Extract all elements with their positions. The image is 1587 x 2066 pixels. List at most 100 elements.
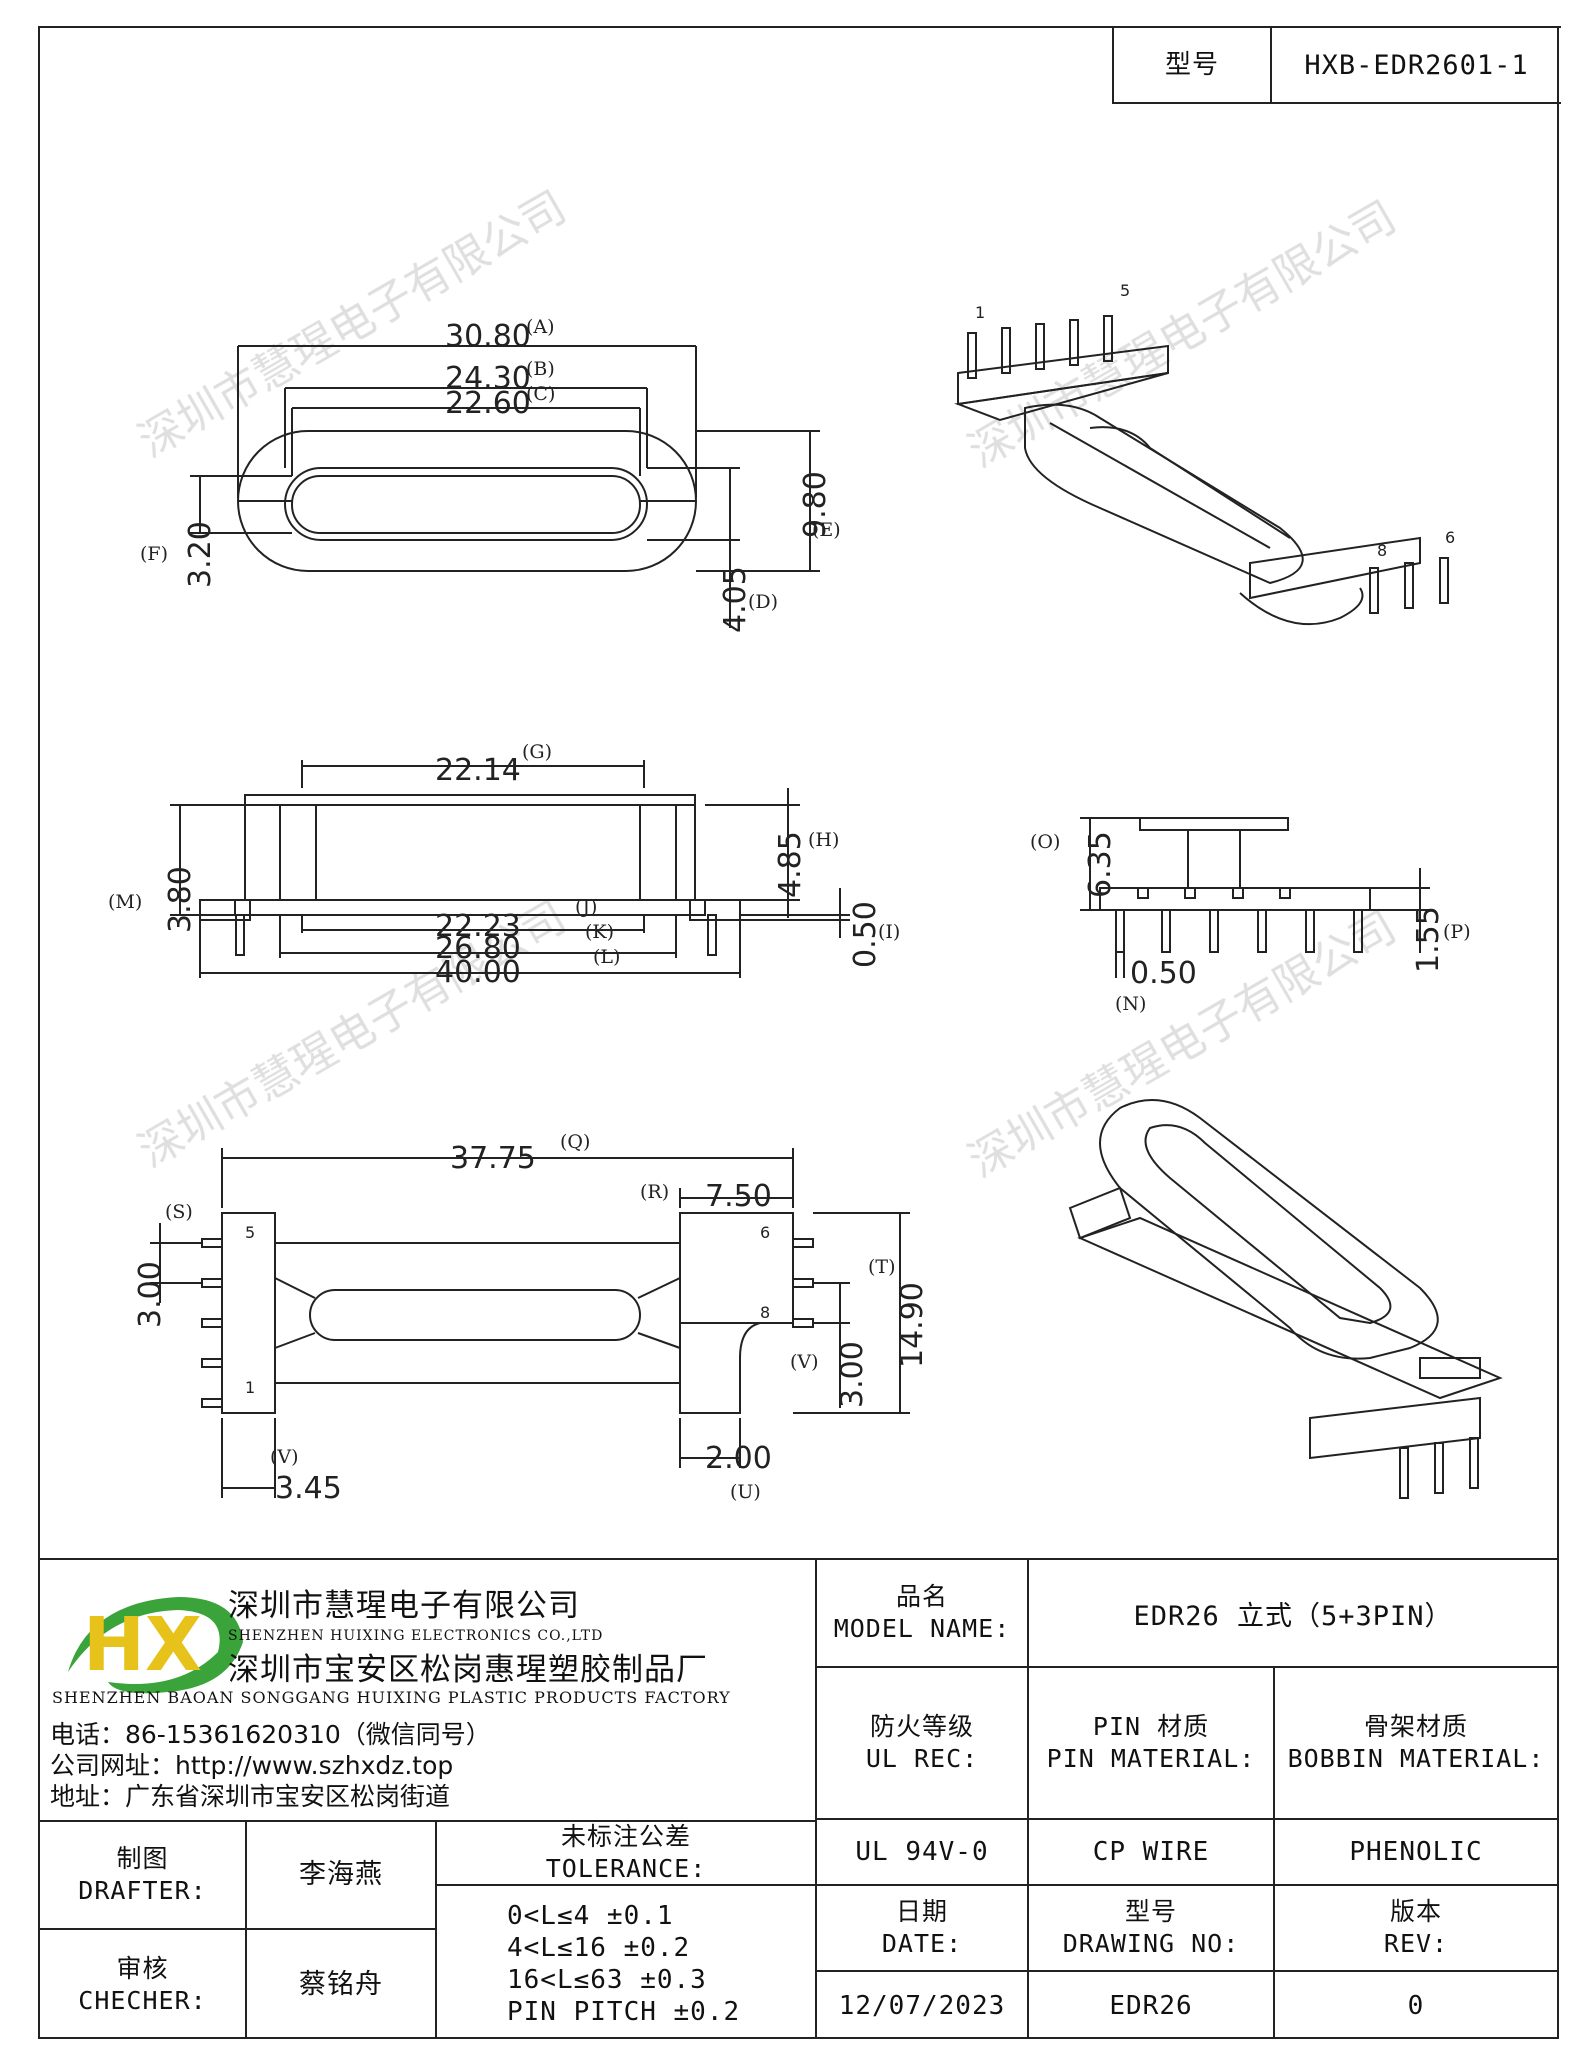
bobbin-material-value-cell: PHENOLIC [1273, 1820, 1557, 1886]
svg-text:(N): (N) [1115, 993, 1146, 1015]
svg-text:(U): (U) [730, 1481, 761, 1503]
svg-text:6.35: 6.35 [1083, 831, 1118, 898]
iso-bottom-pins [1399, 1437, 1479, 1499]
drawing-no-value-cell: EDR26 [1027, 1972, 1273, 2039]
svg-text:(K): (K) [585, 921, 614, 943]
svg-text:4.85: 4.85 [773, 831, 808, 898]
svg-text:30.80: 30.80 [445, 319, 531, 354]
model-value-cell: HXB-EDR2601-1 [1270, 26, 1561, 104]
svg-text:(D): (D) [748, 591, 778, 613]
drafter-name-cell: 李海燕 [245, 1820, 435, 1930]
svg-text:3.00: 3.00 [835, 1341, 870, 1408]
bottom-view: 5 1 6 8 37.75 (Q) 7.50 (R) 3.00 (S) 14.9… [133, 1131, 930, 1506]
svg-text:3.00: 3.00 [133, 1261, 168, 1328]
bobbin-material-label-cell: 骨架材质 BOBBIN MATERIAL: [1273, 1668, 1557, 1820]
svg-text:26.80: 26.80 [435, 931, 521, 966]
top-view: 30.80 (A) 24.30 (B) 22.60 (C) 4.05 (D) 9… [140, 316, 841, 633]
svg-text:2.00: 2.00 [705, 1441, 772, 1476]
end-view-pins [1115, 909, 1363, 953]
isometric-view-top: 1 5 8 6 [954, 281, 1455, 626]
tolerance-list: 0<L≤4 ±0.1 4<L≤16 ±0.2 16<L≤63 ±0.3 PIN … [435, 1886, 815, 2039]
svg-text:0.50: 0.50 [848, 901, 883, 968]
iso-pins-right [1369, 557, 1449, 614]
svg-text:(C): (C) [526, 383, 555, 405]
rev-value-cell: 0 [1273, 1972, 1557, 2039]
logo-letters: HX [83, 1602, 202, 1688]
svg-text:(S): (S) [165, 1201, 193, 1223]
factory-name-cn: 深圳市宝安区松岗惠瑆塑胶制品厂 [228, 1652, 708, 1688]
date-label-cell: 日期 DATE: [815, 1886, 1027, 1972]
drafter-label-cell: 制图 DRAFTER: [40, 1820, 245, 1930]
svg-text:7.50: 7.50 [705, 1179, 772, 1214]
svg-text:24.30: 24.30 [445, 361, 531, 396]
svg-text:(Q): (Q) [560, 1131, 590, 1153]
bottom-pins-right [792, 1238, 814, 1328]
svg-text:(B): (B) [526, 358, 555, 380]
watermark-text: 深圳市慧瑆电子有限公司 [960, 191, 1405, 477]
end-view: 6.35 (O) 0.50 (N) 1.55 (P) [1030, 817, 1471, 1015]
company-name-cn: 深圳市慧瑆电子有限公司 [228, 1588, 580, 1624]
bobbin-window [291, 475, 641, 534]
svg-text:40.00: 40.00 [435, 955, 521, 990]
model-label-cell: 型号 [1112, 26, 1272, 104]
watermarks: 深圳市慧瑆电子有限公司 深圳市慧瑆电子有限公司 深圳市慧瑆电子有限公司 深圳市慧… [130, 181, 1405, 1187]
company-name-en: SHENZHEN HUIXING ELECTRONICS CO.,LTD [228, 1628, 604, 1644]
svg-text:5: 5 [245, 1223, 255, 1242]
date-value-cell: 12/07/2023 [815, 1972, 1027, 2039]
svg-text:9.80: 9.80 [798, 471, 833, 538]
svg-text:(V): (V) [270, 1446, 299, 1468]
svg-text:(R): (R) [640, 1181, 669, 1203]
checker-label-cell: 审核 CHECHER: [78, 1953, 207, 2015]
model-name-value-cell: EDR26 立式（5+3PIN） [1027, 1560, 1557, 1668]
svg-text:22.14: 22.14 [435, 753, 521, 788]
svg-text:(T): (T) [868, 1256, 896, 1278]
svg-text:1: 1 [245, 1378, 255, 1397]
drawing-no-label-cell: 型号 DRAWING NO: [1027, 1886, 1273, 1972]
tolerance-label-cell: 未标注公差 TOLERANCE: [435, 1820, 815, 1886]
svg-text:3.80: 3.80 [163, 866, 198, 933]
svg-text:(I): (I) [878, 921, 900, 943]
company-website: 公司网址：http://www.szhxdz.top [50, 1751, 454, 1780]
rev-label-cell: 版本 REV: [1273, 1886, 1557, 1972]
svg-text:(L): (L) [593, 946, 620, 968]
svg-text:(P): (P) [1443, 921, 1471, 943]
svg-text:(F): (F) [140, 543, 168, 565]
drawing-sheet: 型号 HXB-EDR2601-1 深圳市慧瑆电子有限公司 深圳市慧瑆电子有限公司… [38, 26, 1561, 2039]
bobbin-inner-wall [284, 467, 648, 541]
svg-text:4.05: 4.05 [718, 566, 753, 633]
checker-name-cell: 蔡铭舟 [245, 1930, 435, 2039]
svg-text:(E): (E) [812, 519, 841, 541]
svg-text:8: 8 [1377, 541, 1387, 560]
svg-text:(V): (V) [790, 1351, 819, 1373]
svg-text:6: 6 [1445, 528, 1455, 547]
model-name-label-cell: 品名 MODEL NAME: [815, 1560, 1027, 1668]
ul-rec-label-cell: 防火等级 UL REC: [815, 1668, 1027, 1820]
pin-material-label-cell: PIN 材质 PIN MATERIAL: [1027, 1668, 1273, 1820]
svg-text:6: 6 [760, 1223, 770, 1242]
svg-text:22.23: 22.23 [435, 909, 521, 944]
svg-text:(H): (H) [808, 829, 839, 851]
company-logo: HX [68, 1597, 243, 1694]
pin-material-value-cell: CP WIRE [1027, 1820, 1273, 1886]
company-phone: 电话：86-15361620310（微信同号） [50, 1720, 491, 1749]
svg-text:(G): (G) [522, 741, 552, 763]
title-block: HX 深圳市慧瑆电子有限公司 SHENZHEN HUIXING ELECTRON… [40, 1558, 1557, 2039]
svg-text:(A): (A) [526, 316, 555, 338]
svg-text:0.50: 0.50 [1130, 956, 1197, 991]
watermark-text: 深圳市慧瑆电子有限公司 [960, 901, 1405, 1187]
svg-text:3.20: 3.20 [183, 521, 218, 588]
iso-pins-left [967, 315, 1113, 379]
svg-text:(J): (J) [575, 896, 597, 918]
model-label: 型号 [1164, 50, 1219, 80]
svg-text:14.90: 14.90 [895, 1282, 930, 1368]
company-panel: HX 深圳市慧瑆电子有限公司 SHENZHEN HUIXING ELECTRON… [40, 1560, 815, 1820]
isometric-view-bottom [1068, 1099, 1503, 1499]
svg-text:37.75: 37.75 [450, 1141, 536, 1176]
ul-rec-value-cell: UL 94V-0 [815, 1820, 1027, 1886]
svg-text:8: 8 [760, 1303, 770, 1322]
svg-text:1: 1 [975, 303, 985, 322]
bobbin-outer-flange [237, 430, 697, 572]
svg-text:(M): (M) [108, 891, 142, 913]
technical-drawing: 深圳市慧瑆电子有限公司 深圳市慧瑆电子有限公司 深圳市慧瑆电子有限公司 深圳市慧… [108, 181, 1503, 1506]
svg-text:(O): (O) [1030, 831, 1060, 853]
